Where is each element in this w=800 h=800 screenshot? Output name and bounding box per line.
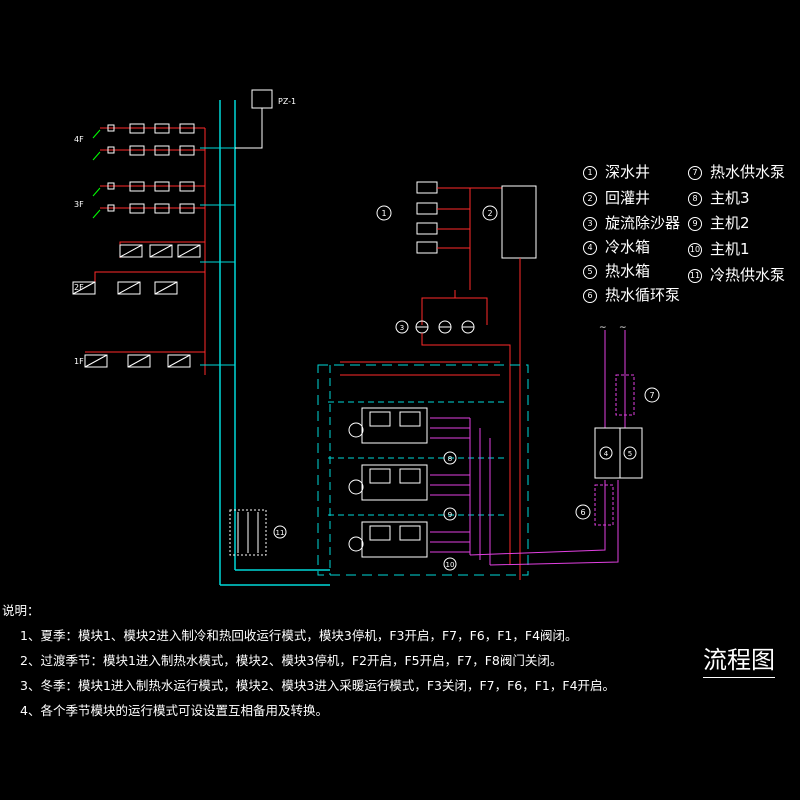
floor-1-branch [84,351,205,368]
note-item-1: 1、夏季：模块1、模块2进入制冷和热回收运行模式，模块3停机，F3开启，F7，F… [20,628,578,643]
note-item-2: 2、过渡季节：模块1进入制热水模式，模块2、模块3停机，F2开启，F5开启，F7… [20,653,563,668]
floor-4-branch [92,123,205,161]
floor-label-2f: 2F [74,283,84,292]
callout-8: 8 [448,455,452,463]
floor-label-4f: 4F [74,135,84,144]
tank-label: PZ-1 [278,97,296,106]
callout-11: 11 [276,529,285,537]
drawing-title: 流程图 [703,640,775,678]
pump-group-11: 11 [229,509,287,556]
svg-text:~: ~ [599,323,607,333]
note-item-3: 3、冬季：模块1进入制热水运行模式，模块2、模块3进入采暖运行模式，F3关闭，F… [20,678,616,693]
callout-3: 3 [400,324,404,332]
callout-5: 5 [628,450,632,458]
well-group: 1 2 [376,181,537,580]
notes-title: 说明： [2,603,40,618]
chiller-unit-2: 9 [348,464,470,521]
water-tanks: 4 5 [594,427,643,479]
callout-4: 4 [604,450,609,458]
floor-label-1f: 1F [74,357,84,366]
floor-3-branch [92,181,205,219]
notes-section: 说明： 1、夏季：模块1、模块2进入制冷和热回收运行模式，模块3停机，F3开启，… [2,598,615,723]
hot-water-loop: ~ ~ 7 6 [469,323,660,566]
floor-2-branch [72,241,205,295]
callout-2: 2 [487,209,492,218]
callout-9: 9 [448,511,452,519]
callout-6: 6 [580,508,585,517]
floor-label-3f: 3F [74,200,84,209]
svg-text:~: ~ [619,323,627,333]
riser-system: PZ-1 4F 3F 2F 1F [72,89,330,586]
chiller-area [317,361,529,576]
callout-7: 7 [649,391,654,400]
chiller-unit-3: 8 [348,407,470,465]
sand-separators: 3 [395,290,511,565]
expansion-tank: PZ-1 [235,89,296,149]
chiller-unit-1: 10 [348,521,470,571]
callout-1: 1 [381,209,386,218]
note-item-4: 4、各个季节模块的运行模式可设设置互相备用及转换。 [20,703,328,718]
callout-10: 10 [446,561,455,569]
